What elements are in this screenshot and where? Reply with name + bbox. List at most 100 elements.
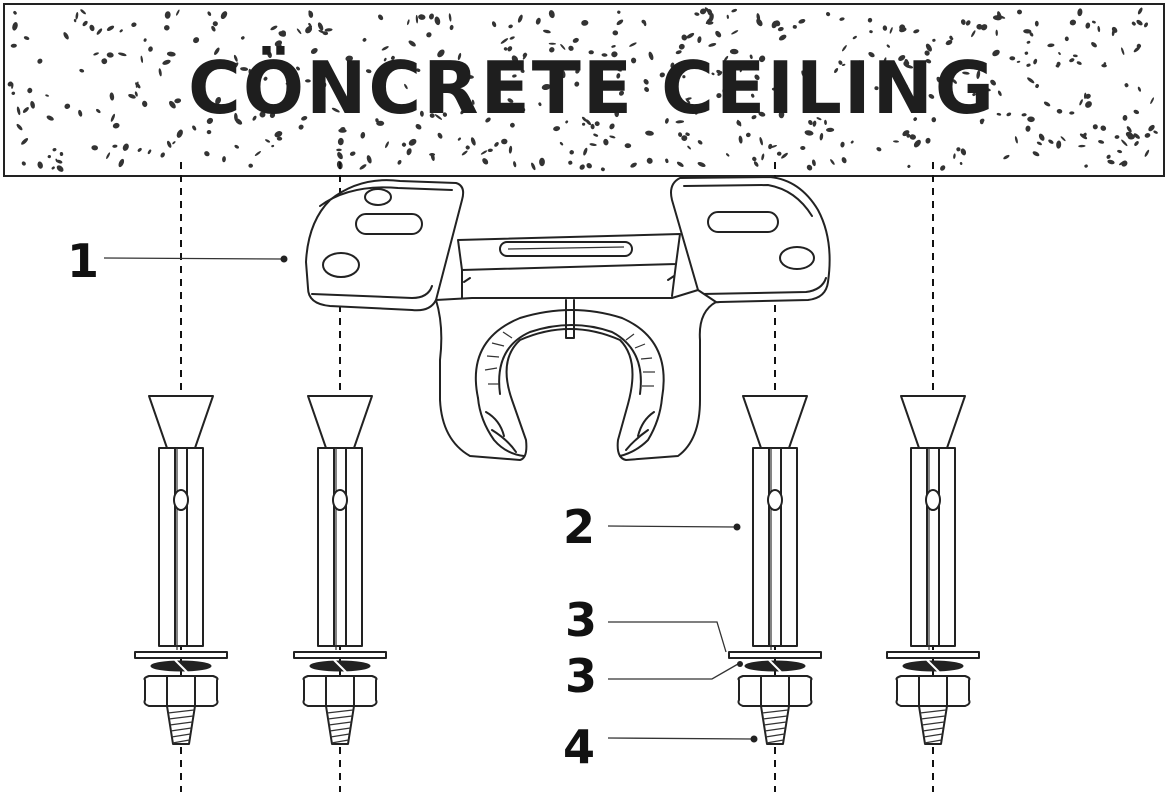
concrete-speckle [726,14,729,19]
concrete-speckle [337,152,343,160]
concrete-speckle [614,109,620,118]
concrete-speckle [408,138,417,146]
concrete-speckle [148,46,153,52]
concrete-speckle [686,97,692,101]
concrete-speckle [979,118,985,123]
anchor-spring-washer-split [174,659,188,673]
concrete-speckle [901,82,908,87]
concrete-speckle [47,154,51,159]
concrete-speckle [112,122,120,129]
concrete-speckle [233,54,238,62]
concrete-speckle [560,43,566,50]
concrete-speckle [222,156,226,163]
concrete-speckle [539,157,545,167]
concrete-speckle [697,36,702,43]
concrete-speckle [23,36,30,41]
concrete-speckle [758,55,766,63]
concrete-speckle [585,119,592,126]
concrete-speckle [461,150,468,156]
concrete-speckle [565,120,569,124]
concrete-speckle [491,21,497,28]
concrete-speckle [874,86,879,91]
concrete-speckle [338,128,347,133]
anchor-thread [168,715,194,720]
leader-anchor-dot [733,523,741,531]
concrete-speckle [442,112,448,117]
concrete-speckle [347,100,351,109]
concrete-speckle [1117,149,1123,154]
concrete-speckle [850,140,854,144]
bracket-top-plate-front [461,263,677,299]
concrete-speckle [206,129,212,135]
concrete-speckle [37,58,43,64]
concrete-speckle [568,45,574,51]
concrete-speckle [135,81,139,88]
concrete-speckle [434,114,443,120]
concrete-speckle [609,123,615,130]
concrete-speckle [996,112,1002,116]
concrete-speckle [137,147,142,152]
concrete-speckle [603,138,609,146]
anchor-sleeve-hole [925,489,941,511]
concrete-speckle [1058,52,1061,55]
concrete-speckle [731,8,738,13]
anchor-spring-washer-split [333,659,347,673]
bracket-left-flange-edge [319,186,453,207]
concrete-speckle [511,55,519,63]
concrete-speckle [220,11,228,20]
concrete-speckle [507,46,513,52]
concrete-speckle [616,19,624,26]
concrete-speckle [1085,22,1091,29]
concrete-speckle [429,153,436,156]
concrete-speckle [549,47,555,53]
concrete-speckle [624,143,632,149]
concrete-speckle [945,40,953,46]
concrete-speckle [1119,160,1125,166]
concrete-speckle [1072,54,1078,58]
concrete-speckle [1144,149,1150,157]
concrete-speckle [675,120,685,124]
concrete-speckle [1043,101,1051,107]
concrete-speckle [432,88,439,94]
concrete-speckle [840,141,845,148]
concrete-speckle [366,155,372,164]
concrete-speckle [158,68,162,77]
concrete-speckle [480,150,488,155]
concrete-speckle [812,120,817,127]
concrete-speckle [254,151,261,156]
concrete-speckle [296,66,300,71]
concrete-speckle [267,51,272,59]
concrete-speckle [711,72,715,76]
anchor-hex-nut [302,675,378,707]
concrete-speckle [96,28,103,35]
leader-lines [103,255,758,743]
concrete-speckle [271,144,275,148]
concrete-speckle [415,124,422,130]
leader-anchor [607,525,736,528]
concrete-speckle [1056,108,1063,114]
concrete-speckle [1033,58,1038,65]
concrete-speckle [448,13,452,22]
concrete-speckle [678,43,685,50]
concrete-speckle [960,148,967,156]
concrete-speckle [259,111,266,118]
concrete-speckle [407,19,410,26]
concrete-speckle [322,31,329,36]
concrete-speckle [801,70,806,78]
concrete-speckle [531,162,536,171]
anchor-thread [920,715,946,720]
anchor-cone [900,395,966,449]
bracket-hole-left-top [364,188,392,206]
concrete-speckle [830,159,835,165]
anchor-flat-washer [728,651,822,659]
concrete-speckle [1134,141,1139,146]
concrete-speckle [678,132,683,137]
bracket-top-slot [499,241,633,257]
concrete-speckle [928,93,935,99]
concrete-speckle [768,143,773,150]
bracket-right-flange-thickness [701,277,827,295]
concrete-speckle [457,52,462,61]
anchor-sleeve [752,447,798,647]
concrete-speckle [96,108,101,114]
concrete-speckle [509,36,515,40]
